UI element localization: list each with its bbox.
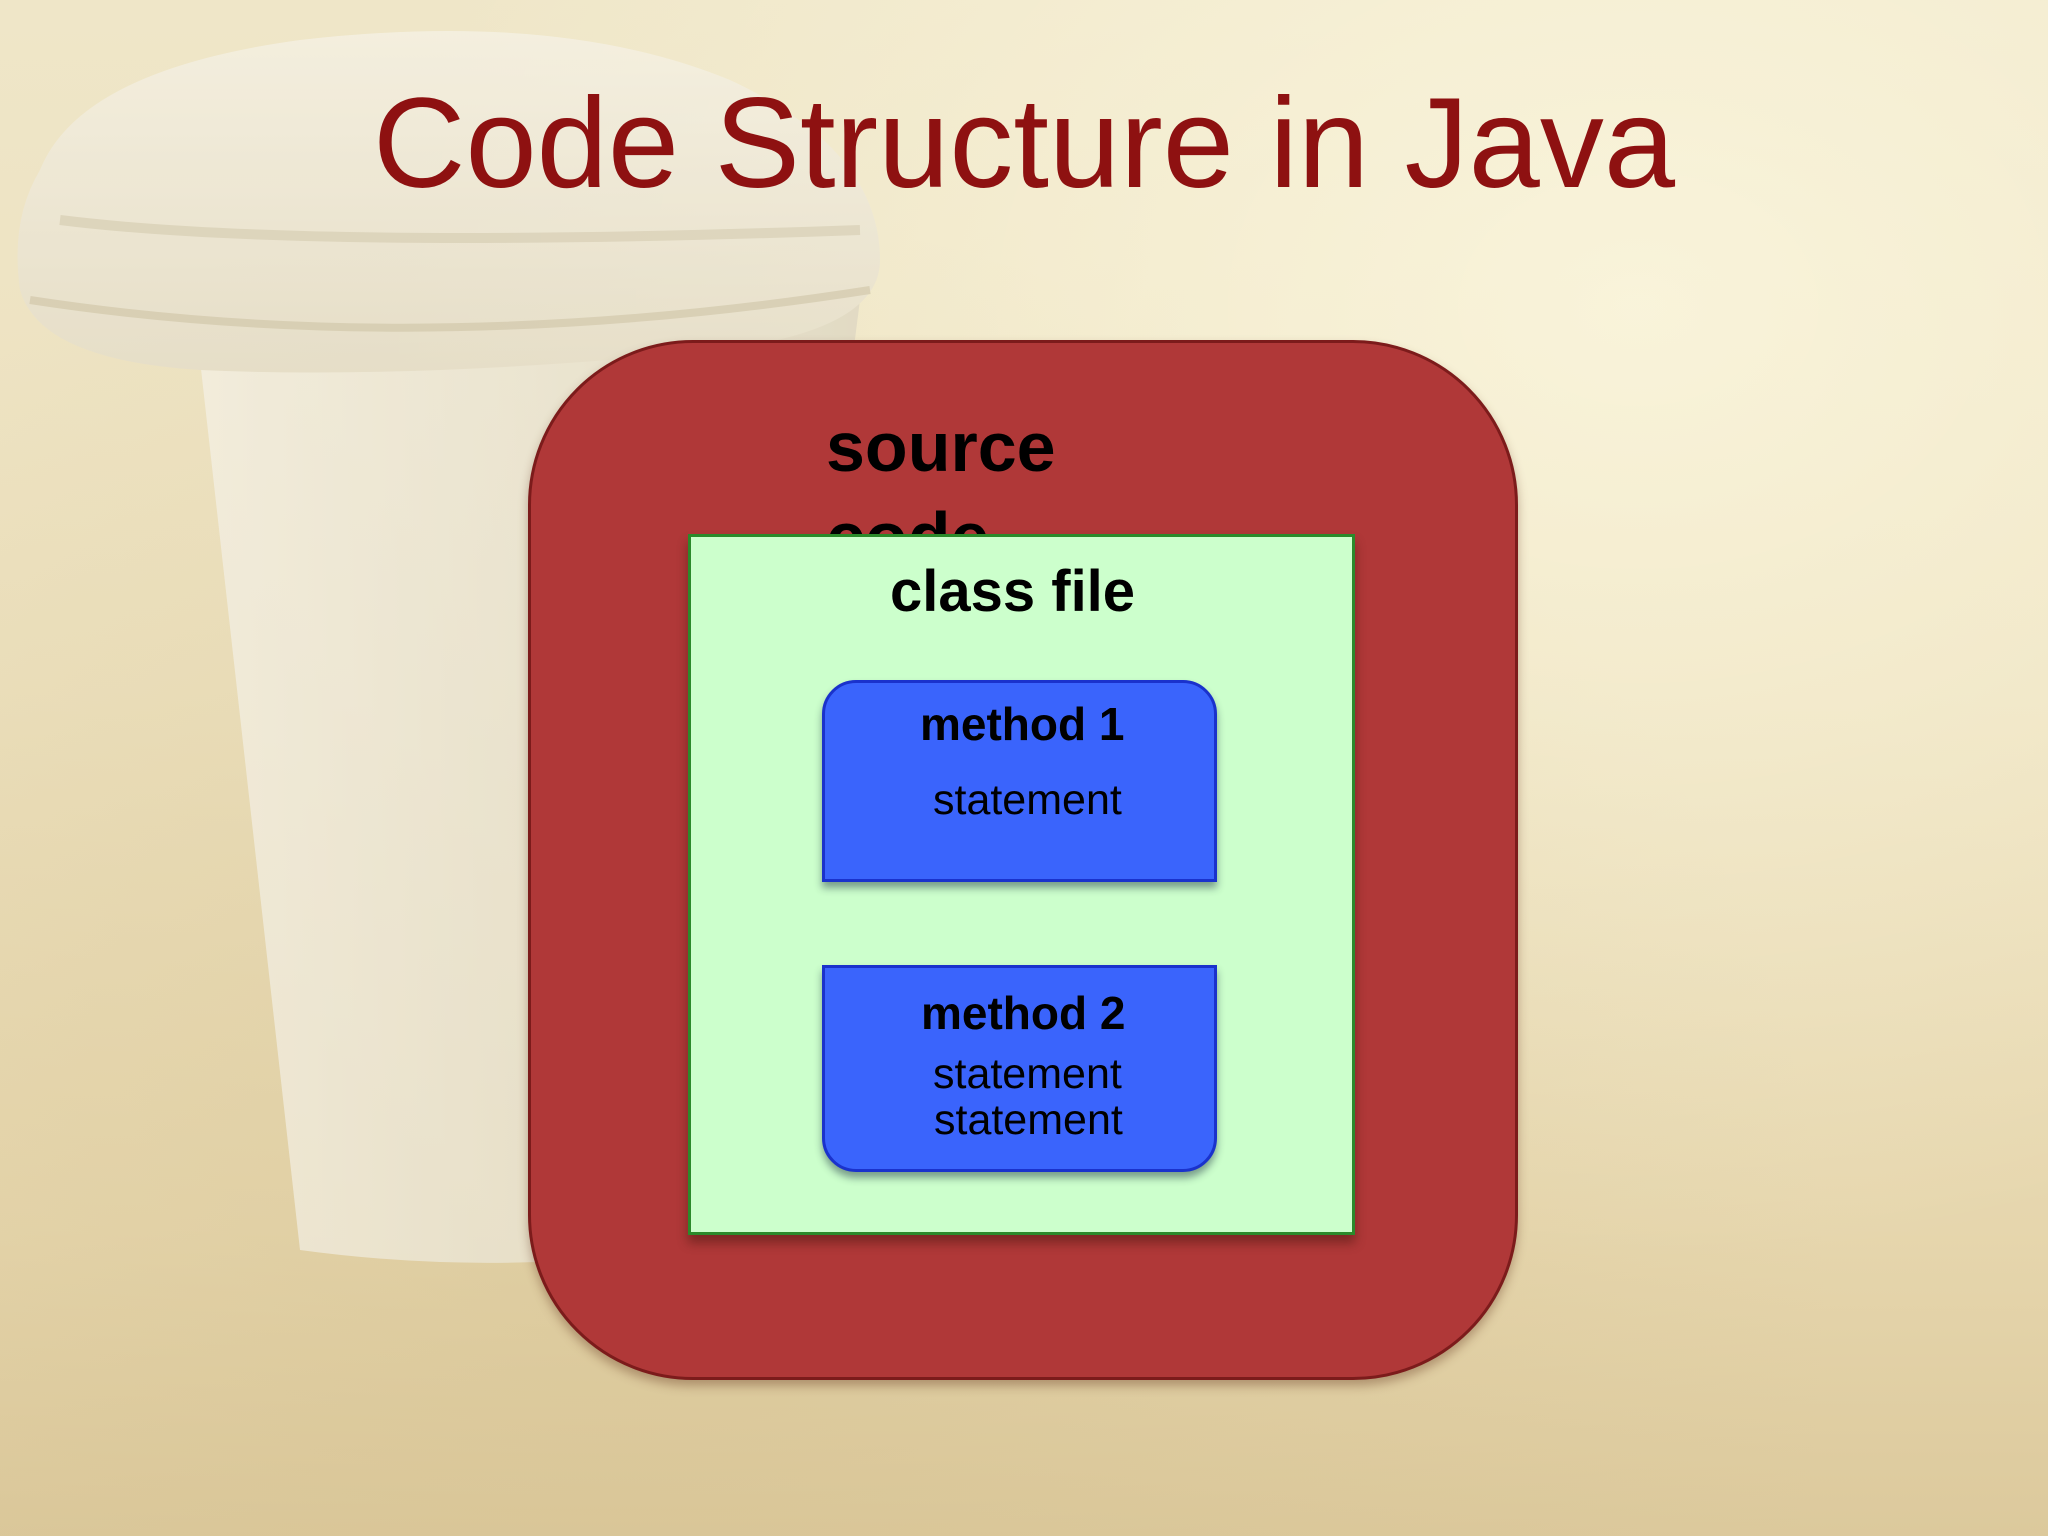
source-code-label: source code — [826, 408, 1056, 534]
method-2-box — [822, 965, 1217, 1172]
method-2-statement-1: statement — [933, 1050, 1122, 1098]
method-2-statement-2: statement — [934, 1096, 1123, 1144]
method-1-statement-1: statement — [933, 776, 1122, 824]
method-1-label: method 1 — [920, 698, 1125, 750]
method-2-label: method 2 — [921, 987, 1126, 1039]
slide-title: Code Structure in Java — [373, 72, 1675, 215]
class-file-label: class file — [890, 559, 1136, 624]
method-1-box — [822, 680, 1217, 882]
